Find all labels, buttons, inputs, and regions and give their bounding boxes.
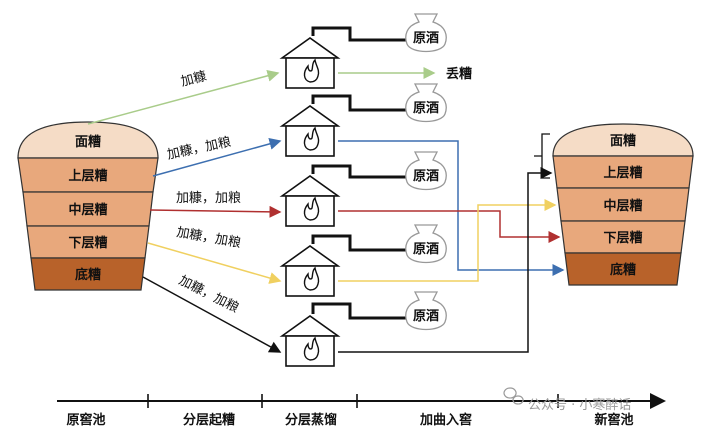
jar-2: 原酒 xyxy=(405,83,447,123)
arrow-black xyxy=(142,276,282,353)
flame-icon xyxy=(303,336,320,361)
old-pit-label-2: 上层糟 xyxy=(68,168,107,184)
watermark: 公众号 · 小寒醉话 xyxy=(503,387,631,413)
new-pit: 面糟 上层糟 中层糟 下层糟 底糟 xyxy=(534,123,694,286)
arrow-blue xyxy=(152,138,282,177)
wechat-icon xyxy=(503,387,524,405)
edge-label-1: 加糠 xyxy=(179,68,208,90)
flame-icon xyxy=(303,196,320,221)
edge-label-2: 加糠，加粮 xyxy=(166,134,233,163)
new-pit-layer-5 xyxy=(564,252,682,286)
stage-label-3: 分层蒸馏 xyxy=(285,412,337,428)
timeline: 原窖池 分层起糟 分层蒸馏 加曲入窖 新窖池 xyxy=(57,393,666,428)
edge-label-3: 加糠，加粮 xyxy=(176,190,241,206)
yellow-to-new-pit xyxy=(338,199,557,282)
old-pit-layer-1 xyxy=(17,121,159,159)
old-pit-label-5: 底糟 xyxy=(75,267,101,283)
output-arrows xyxy=(338,67,565,353)
still-1 xyxy=(279,26,406,89)
still-4 xyxy=(279,234,406,297)
old-pit-label-1: 面糟 xyxy=(75,134,101,150)
discard-label: 丢糟 xyxy=(446,66,472,82)
jar-1: 原酒 xyxy=(405,13,447,53)
new-pit-label-2: 上层糟 xyxy=(603,165,642,181)
flame-icon xyxy=(303,126,320,151)
jar-4: 原酒 xyxy=(405,224,447,264)
flame-icon xyxy=(303,58,320,83)
jar-label-4: 原酒 xyxy=(413,242,439,257)
arrow-green xyxy=(87,69,280,125)
jar-5: 原酒 xyxy=(405,291,447,331)
old-pit-label-4: 下层糟 xyxy=(68,235,107,251)
jar-3: 原酒 xyxy=(405,151,447,191)
stage-label-2: 分层起糟 xyxy=(183,412,235,428)
still-5 xyxy=(279,302,406,367)
red-to-new-pit xyxy=(338,210,561,243)
brace-mark xyxy=(534,133,550,179)
jar-label-3: 原酒 xyxy=(413,169,439,184)
flame-icon xyxy=(303,266,320,291)
jar-label-2: 原酒 xyxy=(413,101,439,116)
edge-label-4: 加糠，加粮 xyxy=(175,224,242,251)
stage-label-4: 加曲入窖 xyxy=(419,412,472,428)
old-pit-layer-5 xyxy=(30,257,146,291)
old-pit: 面糟 上层糟 中层糟 下层糟 底糟 xyxy=(17,121,159,291)
edge-label-5: 加糠，加粮 xyxy=(176,272,241,316)
jar-label-1: 原酒 xyxy=(413,31,439,46)
arrow-yellow xyxy=(147,242,282,284)
new-pit-label-5: 底糟 xyxy=(610,262,636,278)
new-pit-layer-1 xyxy=(552,123,694,157)
blue-to-new-pit xyxy=(338,140,565,276)
new-pit-label-3: 中层糟 xyxy=(603,198,642,214)
new-pit-label-4: 下层糟 xyxy=(603,230,642,246)
stage-label-5: 新窖池 xyxy=(594,412,633,428)
still-2 xyxy=(279,94,406,157)
old-pit-label-3: 中层糟 xyxy=(68,202,107,218)
stage-label-1: 原窖池 xyxy=(66,412,105,428)
new-pit-label-1: 面糟 xyxy=(610,133,636,149)
black-to-new-pit xyxy=(338,167,553,353)
watermark-text: 公众号 · 小寒醉话 xyxy=(528,397,631,413)
arrow-red xyxy=(149,205,282,218)
still-3 xyxy=(279,164,406,227)
input-arrows xyxy=(87,69,282,353)
jar-label-5: 原酒 xyxy=(413,309,439,324)
